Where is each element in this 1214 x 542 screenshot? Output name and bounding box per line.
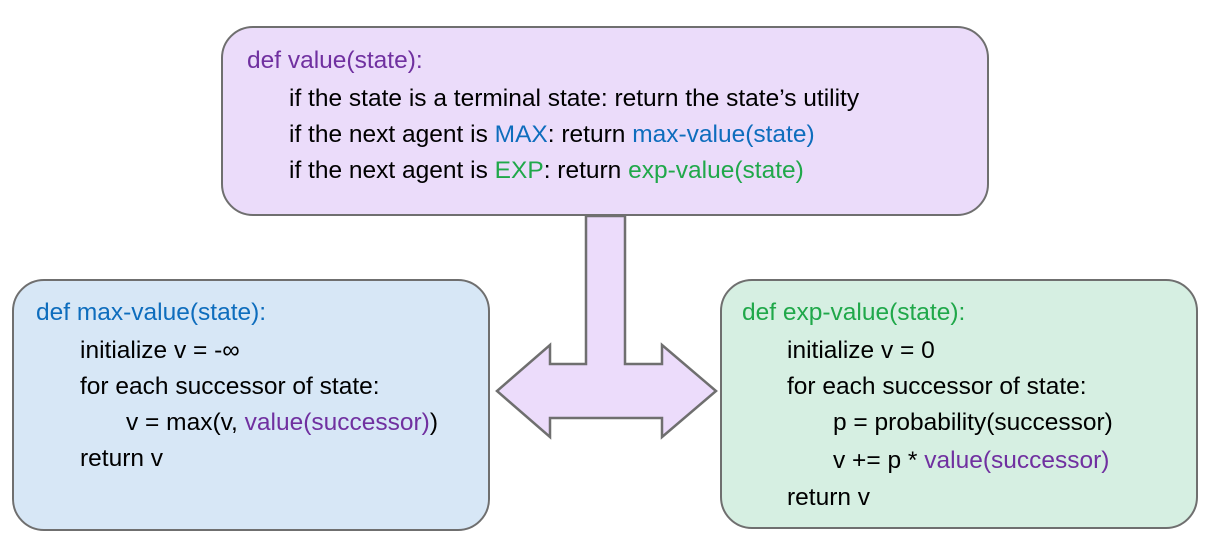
max-update-line: v = max(v, value(successor)) [126, 408, 438, 438]
exp-update-line: v += p * value(successor) [833, 446, 1109, 476]
value-max-line-pre: if the next agent is [289, 121, 495, 148]
value-exp-line-pre: if the next agent is [289, 157, 495, 184]
max-value-function-box [12, 279, 490, 531]
max-update-value-call: value(successor) [244, 409, 430, 436]
exp-init-line: initialize v = 0 [787, 337, 935, 364]
value-header: def value(state): [247, 47, 423, 74]
exp-value-call: exp-value(state) [628, 157, 804, 184]
max-update-pre: v = max(v, [126, 409, 245, 436]
value-max-line-mid: : return [547, 121, 633, 148]
value-exp-line: if the next agent is EXP: return exp-val… [289, 156, 804, 186]
exp-value-function-box [720, 279, 1198, 529]
exp-return-line: return v [787, 484, 871, 511]
value-terminal-line: if the state is a terminal state: return… [289, 85, 860, 112]
max-update-post: ) [429, 409, 439, 436]
max-return-line: return v [80, 445, 164, 472]
max-value-call: max-value(state) [632, 121, 815, 148]
max-loop-line: for each successor of state: [80, 373, 380, 400]
exp-loop-line: for each successor of state: [787, 373, 1087, 400]
exp-agent-label: EXP [494, 157, 544, 184]
max-init-line: initialize v = -∞ [80, 337, 240, 364]
exp-value-header: def exp-value(state): [742, 299, 966, 326]
exp-prob-line: p = probability(successor) [833, 409, 1113, 436]
max-agent-label: MAX [494, 121, 548, 148]
exp-update-pre: v += p * [833, 447, 925, 474]
value-exp-line-mid: : return [543, 157, 629, 184]
exp-update-value-call: value(successor) [924, 447, 1110, 474]
value-function-box [221, 26, 989, 216]
value-max-line: if the next agent is MAX: return max-val… [289, 120, 815, 150]
max-value-header: def max-value(state): [36, 299, 267, 326]
